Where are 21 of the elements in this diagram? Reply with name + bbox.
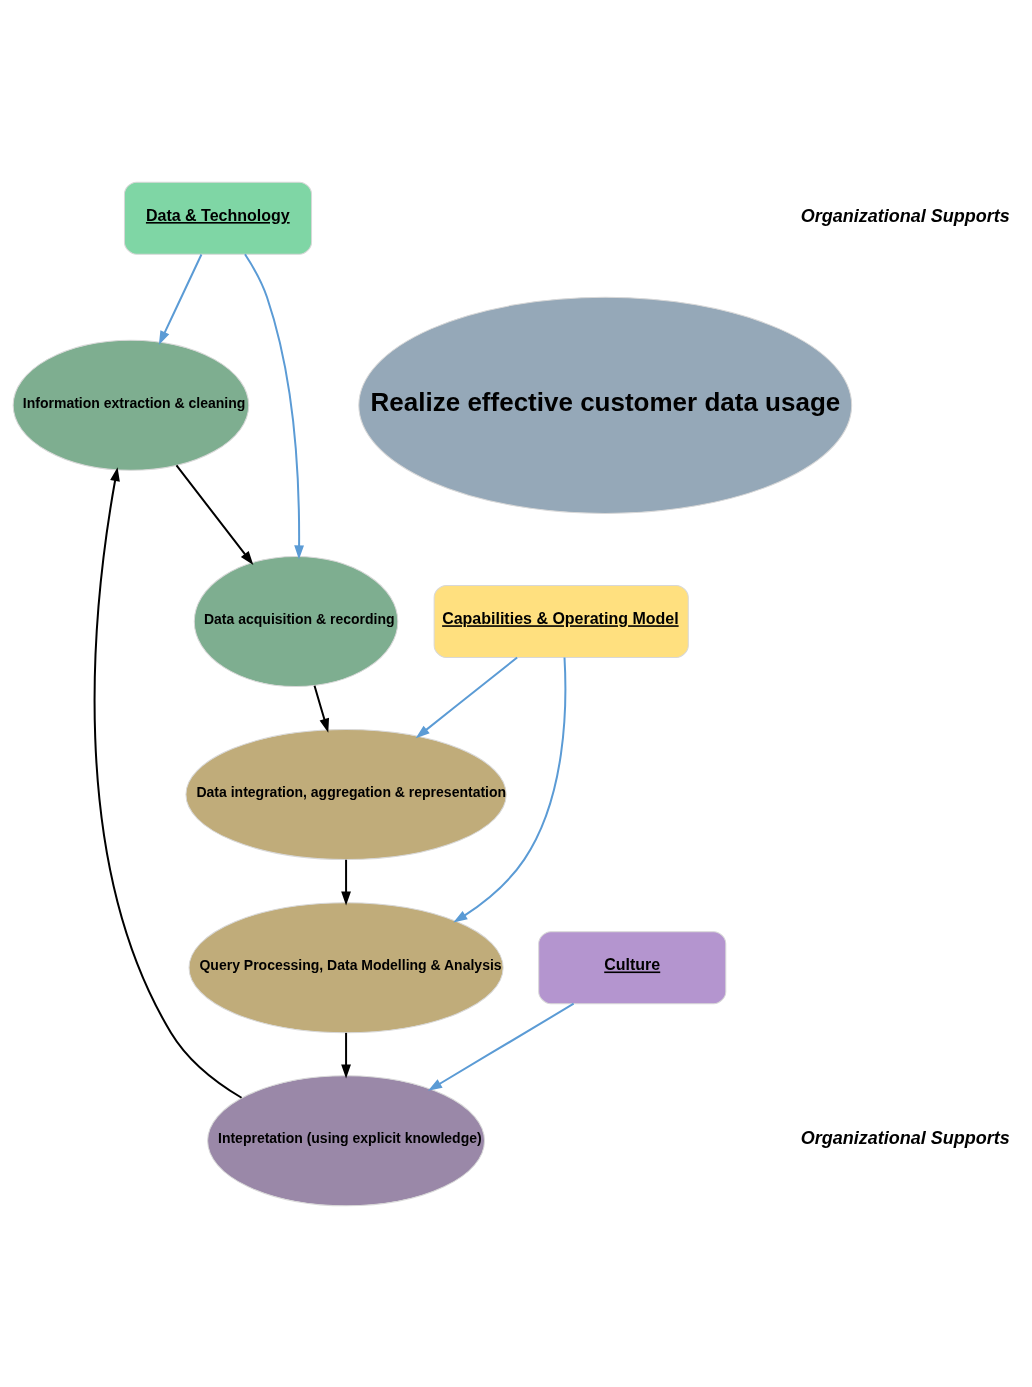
arrow xyxy=(340,1031,351,1079)
node-box: Culture xyxy=(537,930,726,1004)
node-ellipse: Data acquisition & recording xyxy=(193,555,398,687)
node-ellipse: Realize effective customer data usage xyxy=(357,296,852,514)
arrow xyxy=(313,684,329,733)
arrow xyxy=(158,252,202,345)
arrow xyxy=(175,463,253,565)
arrow xyxy=(415,656,518,738)
arrow xyxy=(427,1002,575,1091)
label: Organizational Supports xyxy=(800,1127,1010,1148)
arrow xyxy=(340,858,351,905)
arrow xyxy=(243,252,304,559)
node-ellipse: Intepretation (using explicit knowledge) xyxy=(206,1074,485,1206)
arrow xyxy=(452,656,566,923)
label: Organizational Supports xyxy=(800,205,1010,226)
arrow xyxy=(93,466,243,1099)
node-box: Data & Technology xyxy=(123,181,312,255)
node-ellipse: Query Processing, Data Modelling & Analysis xyxy=(188,901,504,1033)
node-box: Capabilities & Operating Model xyxy=(433,584,689,658)
node-ellipse: Information extraction & cleaning xyxy=(12,339,249,471)
node-ellipse: Data integration, aggregation & representation xyxy=(184,728,507,860)
